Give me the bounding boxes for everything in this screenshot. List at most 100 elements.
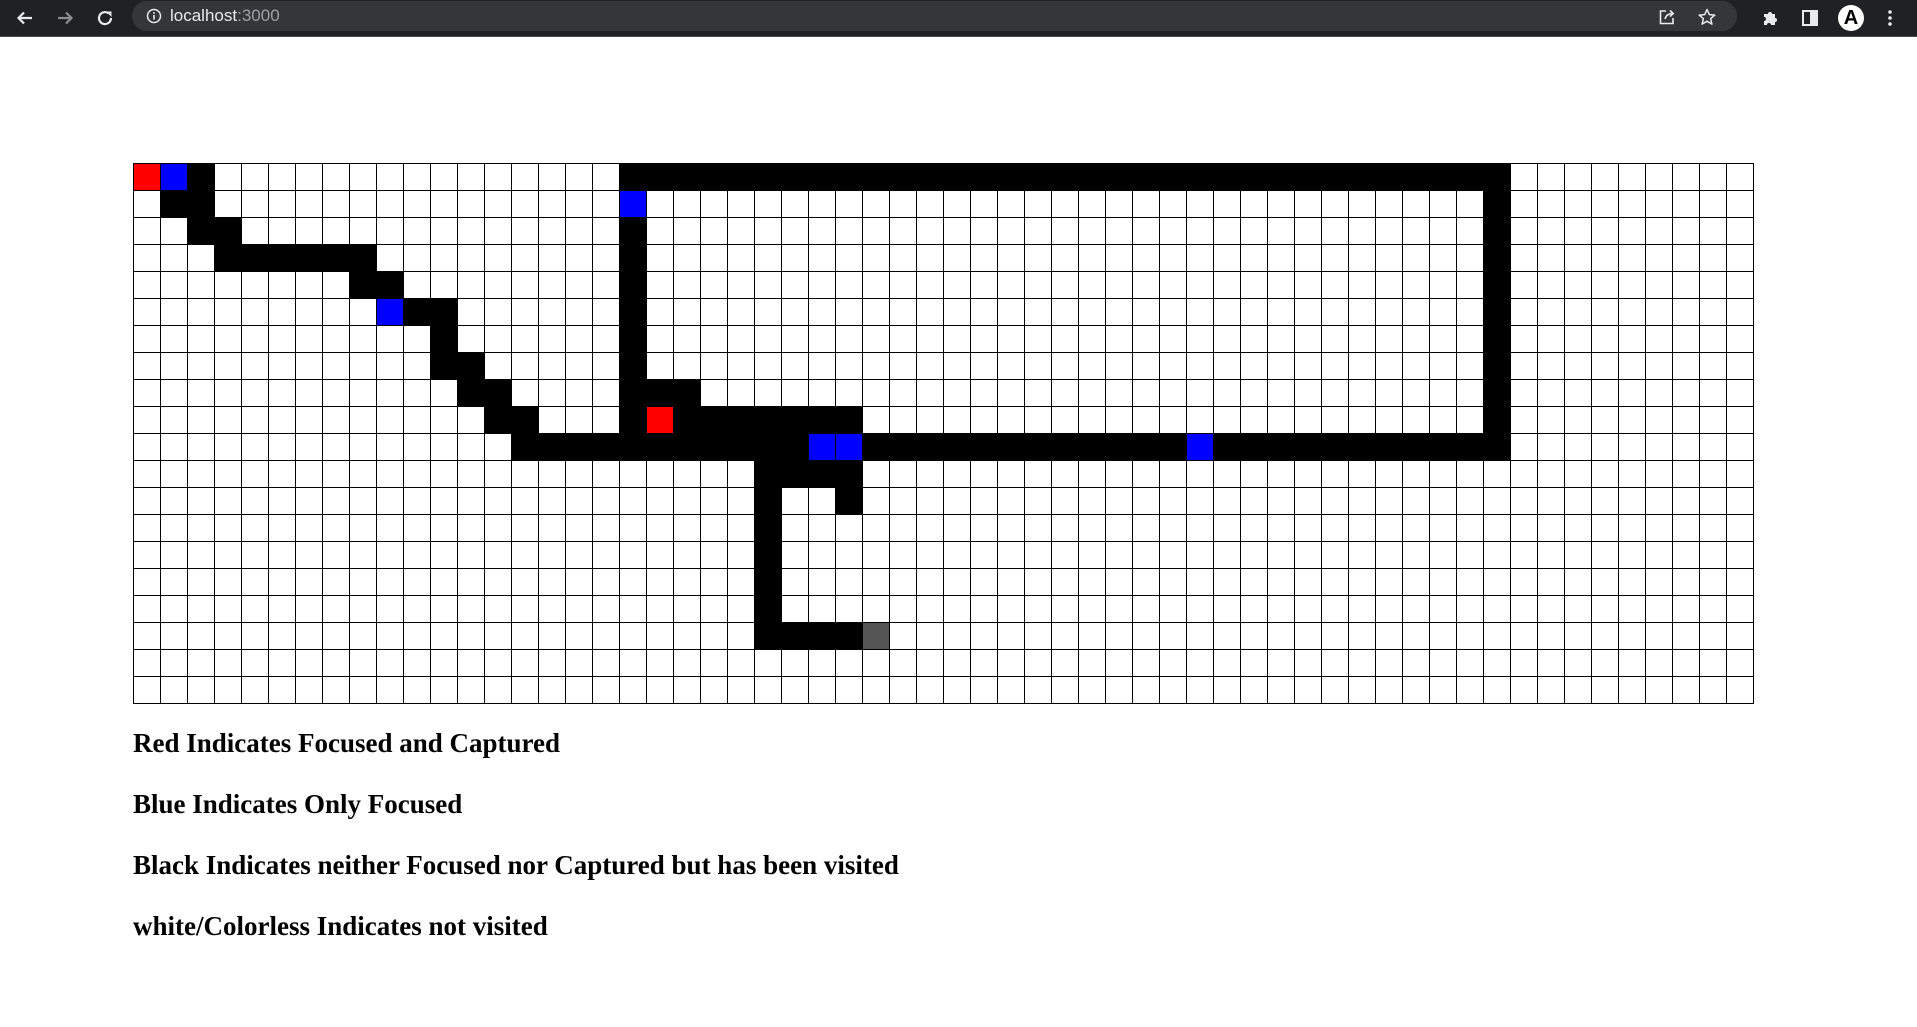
grid-cell [1646,272,1673,299]
grid-cell [620,650,647,677]
grid-cell [1673,488,1700,515]
profile-button[interactable]: A [1836,3,1866,33]
grid-cell [458,380,485,407]
grid-cell [620,380,647,407]
grid-cell [1565,515,1592,542]
grid-cell [1538,677,1565,704]
grid-cell [836,677,863,704]
grid-cell [242,245,269,272]
grid-cell [1457,515,1484,542]
grid-cell [1349,434,1376,461]
grid-cell [836,326,863,353]
grid-cell [782,677,809,704]
grid-cell [917,380,944,407]
grid-cell [1511,245,1538,272]
grid-cell [1133,164,1160,191]
grid-cell [1484,272,1511,299]
share-icon[interactable] [1657,7,1677,27]
grid-cell [242,326,269,353]
grid-cell [1727,407,1754,434]
grid-cell [1403,434,1430,461]
extensions-button[interactable] [1755,3,1785,33]
grid-cell [1727,434,1754,461]
grid-cell [1727,164,1754,191]
info-icon[interactable] [146,8,162,24]
grid-cell [620,326,647,353]
grid-cell [701,164,728,191]
grid-cell [593,272,620,299]
grid-cell [944,191,971,218]
grid-cell [728,353,755,380]
grid-cell [701,677,728,704]
grid-cell [944,677,971,704]
grid-cell [620,353,647,380]
grid-cell [1376,326,1403,353]
grid-cell [1484,191,1511,218]
address-bar[interactable]: localhost:3000 [132,1,1737,31]
grid-cell [593,596,620,623]
grid-cell [431,326,458,353]
grid-cell [1700,623,1727,650]
grid-cell [755,461,782,488]
grid-cell [1538,191,1565,218]
grid-cell [1619,461,1646,488]
grid-cell [485,515,512,542]
grid-cell [1025,407,1052,434]
grid-cell [1700,380,1727,407]
forward-button[interactable] [50,3,80,33]
star-icon[interactable] [1697,7,1717,27]
grid-cell [1133,191,1160,218]
grid-cell [296,623,323,650]
grid-cell [134,326,161,353]
grid-cell [566,245,593,272]
grid-cell [1133,650,1160,677]
grid-cell [188,515,215,542]
grid-cell [755,245,782,272]
grid-cell [1673,461,1700,488]
grid-cell [1214,677,1241,704]
grid-cell [1295,191,1322,218]
menu-button[interactable] [1875,3,1905,33]
grid-cell [269,515,296,542]
grid-cell [377,623,404,650]
grid-cell [1673,299,1700,326]
grid-cell [1241,245,1268,272]
grid-cell [1295,353,1322,380]
reload-button[interactable] [90,3,120,33]
grid-cell [1052,515,1079,542]
grid-cell [296,434,323,461]
grid-cell [1025,542,1052,569]
reload-icon [97,10,113,26]
grid-cell [593,299,620,326]
grid-cell [458,677,485,704]
grid-cell [890,272,917,299]
grid-cell [1025,218,1052,245]
grid-cell [620,434,647,461]
back-button[interactable] [10,3,40,33]
grid-cell [1430,164,1457,191]
grid-cell [431,461,458,488]
grid-cell [1484,353,1511,380]
grid-cell [1268,650,1295,677]
grid-cell [1241,650,1268,677]
grid-cell [1376,245,1403,272]
grid-cell [323,218,350,245]
url-text[interactable]: localhost:3000 [170,6,280,26]
grid-cell [1187,434,1214,461]
visit-grid [133,163,1754,704]
side-panel-button[interactable] [1795,3,1825,33]
grid-cell [215,461,242,488]
grid-cell [350,299,377,326]
grid-cell [458,272,485,299]
grid-cell [1214,191,1241,218]
grid-cell [1322,272,1349,299]
grid-cell [674,488,701,515]
grid-cell [863,191,890,218]
grid-cell [1295,461,1322,488]
grid-cell [1646,326,1673,353]
grid-cell [1376,569,1403,596]
grid-cell [1484,218,1511,245]
grid-cell [431,407,458,434]
grid-cell [647,623,674,650]
grid-cell [242,515,269,542]
